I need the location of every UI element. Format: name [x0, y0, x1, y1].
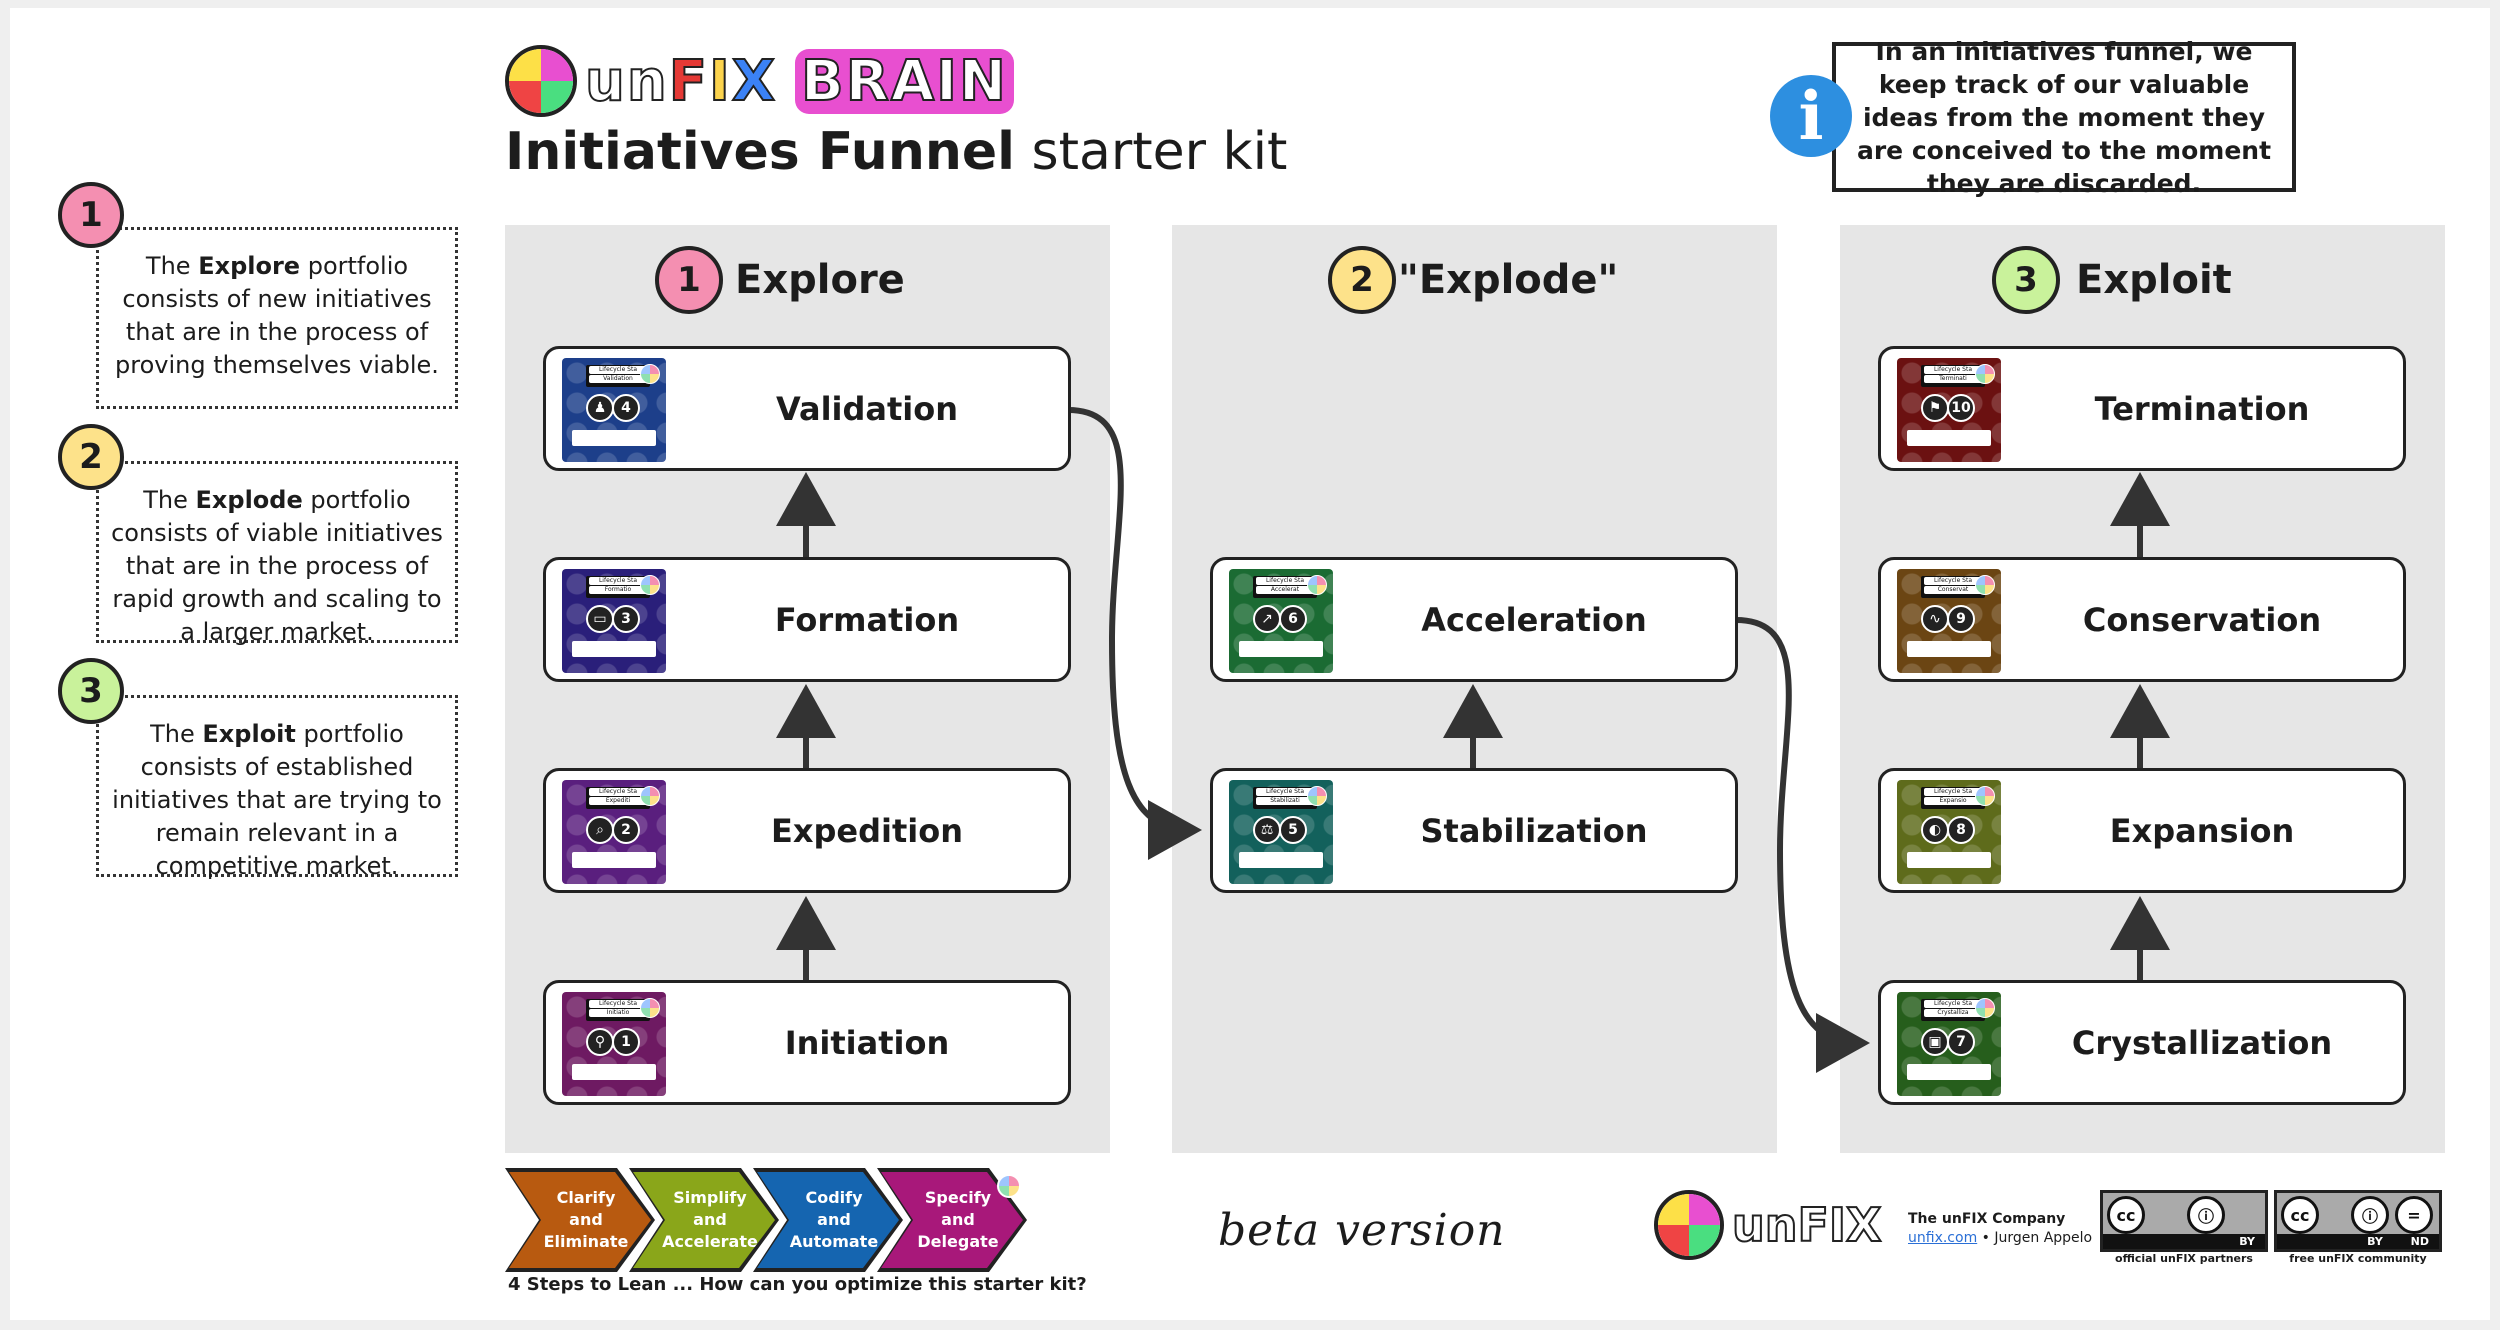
license-by[interactable]: cc ⓘ BY — [2100, 1190, 2268, 1252]
mini-logo-icon — [640, 575, 660, 595]
brand-x: X — [731, 48, 778, 115]
column-header-exploit: 3 Exploit — [1992, 243, 2232, 317]
mini-logo-icon — [1307, 575, 1327, 595]
mini-logo-icon — [1975, 998, 1995, 1018]
no-derivatives-icon: = — [2395, 1196, 2433, 1234]
unfix-logo-icon — [1654, 1190, 1724, 1260]
column-title-explode: "Explode" — [1398, 257, 1619, 303]
mini-logo-icon — [1307, 786, 1327, 806]
stage-label-crystallization: Crystallization — [2071, 1023, 2333, 1062]
license-by-nd[interactable]: cc ⓘ = BY ND — [2274, 1190, 2442, 1252]
stage-label-conservation: Conservation — [2082, 600, 2322, 639]
column-number-3: 3 — [1992, 246, 2060, 314]
lean-caption: 4 Steps to Lean ... How can you optimize… — [508, 1274, 1087, 1295]
stage-label-acceleration: Acceleration — [1421, 600, 1647, 639]
info-icon: i — [1770, 75, 1852, 157]
magnifier-icon: ⌕ — [586, 816, 614, 844]
growth-chart-icon: ↗ — [1253, 605, 1281, 633]
column-explode — [1172, 225, 1777, 1153]
column-title-exploit: Exploit — [2076, 257, 2232, 303]
mini-logo-icon — [1975, 364, 1995, 384]
creative-commons-icon: cc — [2281, 1196, 2319, 1234]
money-icon: ▣ — [1921, 1028, 1949, 1056]
attribution-icon: ⓘ — [2351, 1196, 2389, 1234]
note-number-2: 2 — [58, 424, 124, 490]
lightbulb-icon: ⚲ — [586, 1028, 614, 1056]
brand-f: F — [668, 48, 709, 115]
stage-label-expansion: Expansion — [2109, 811, 2295, 850]
column-number-1: 1 — [655, 246, 723, 314]
info-box: In an initiatives funnel, we keep track … — [1832, 37, 2296, 198]
mini-logo-icon — [1975, 575, 1995, 595]
brand-wordmark: un F I X BRAIN — [584, 48, 1014, 115]
license-caption-community: free unFIX community — [2289, 1252, 2427, 1265]
stage-label-validation: Validation — [775, 389, 959, 428]
company-wordmark: unFIX — [1731, 1197, 1882, 1253]
stage-label-termination: Termination — [2094, 389, 2310, 428]
note-number-3: 3 — [58, 658, 124, 724]
company-link[interactable]: unfix.com — [1908, 1230, 1978, 1246]
heartbeat-icon: ∿ — [1921, 605, 1949, 633]
column-title-explore: Explore — [735, 257, 905, 303]
beta-label: beta version — [1218, 1205, 1506, 1256]
mini-logo-icon — [997, 1174, 1021, 1198]
company-info: The unFIX Company unfix.com • Jurgen App… — [1908, 1211, 2093, 1246]
mini-logo-icon — [640, 998, 660, 1018]
column-header-explore: 1 Explore — [655, 243, 905, 317]
brand-brain: BRAIN — [795, 48, 1014, 115]
note-explode: The Explode portfolio consists of viable… — [96, 461, 458, 646]
mini-logo-icon — [1975, 786, 1995, 806]
page-title: Initiatives Funnel starter kit — [505, 122, 1288, 182]
column-number-2: 2 — [1328, 246, 1396, 314]
creative-commons-icon: cc — [2107, 1196, 2145, 1234]
stage-label-stabilization: Stabilization — [1420, 811, 1648, 850]
stage-label-initiation: Initiation — [784, 1023, 950, 1062]
note-number-1: 1 — [58, 182, 124, 248]
brand-un: un — [584, 48, 669, 115]
stage-label-expedition: Expedition — [770, 811, 963, 850]
stage-label-formation: Formation — [774, 600, 960, 639]
license-caption-partners: official unFIX partners — [2115, 1252, 2253, 1265]
note-exploit: The Exploit portfolio consists of establ… — [96, 695, 458, 880]
column-header-explode: 2 "Explode" — [1328, 243, 1618, 317]
unfix-brain-logo: un F I X BRAIN — [505, 38, 1014, 124]
mini-logo-icon — [640, 364, 660, 384]
unfix-logo-icon — [505, 45, 577, 117]
scales-icon: ⚖ — [1253, 816, 1281, 844]
globe-icon: ◐ — [1921, 816, 1949, 844]
note-explore: The Explore portfolio consists of new in… — [96, 227, 458, 409]
finish-flag-icon: ⚑ — [1921, 394, 1949, 422]
mini-logo-icon — [640, 786, 660, 806]
pawn-icon: ♟ — [586, 394, 614, 422]
team-icon: ▭ — [586, 605, 614, 633]
brand-i: I — [708, 48, 732, 115]
unfix-company-logo: unFIX — [1654, 1190, 1882, 1260]
attribution-icon: ⓘ — [2187, 1196, 2225, 1234]
